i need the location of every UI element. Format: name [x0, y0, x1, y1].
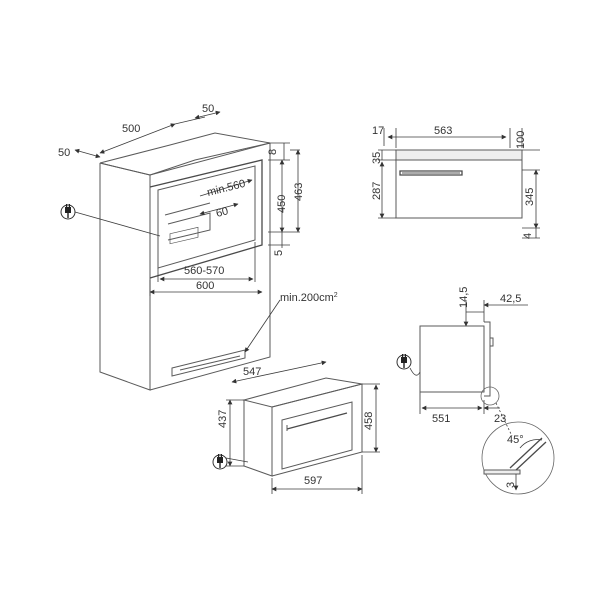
- dim-gap-60: 60: [215, 205, 230, 220]
- vent-area-label: min.200cm2: [280, 292, 338, 304]
- dim-side-top-gap: 14,5: [458, 287, 470, 308]
- dim-appliance-width: 597: [304, 475, 322, 487]
- dim-niche-depth: min.560: [206, 178, 247, 199]
- dim-niche-h2: 463: [293, 183, 305, 201]
- cabinet-drawing: [99, 132, 271, 391]
- dim-side-body-depth: 551: [432, 413, 450, 425]
- dim-side-door-depth: 23: [494, 413, 506, 425]
- dim-appliance-height-left: 437: [217, 410, 229, 428]
- dim-niche-h1: 450: [276, 195, 288, 213]
- front-view-dimensions: 17 563 100 35 287 345 4: [371, 125, 540, 239]
- dim-bottom-gap: 5: [273, 250, 285, 256]
- dim-appliance-height-right: 458: [363, 412, 375, 430]
- dim-detail-gap: 3: [505, 482, 517, 488]
- dim-front-body-width: 563: [434, 125, 452, 137]
- side-view-drawing: [419, 321, 494, 400]
- detail-circle: [481, 421, 555, 495]
- dim-front-bottom-offset: 4: [522, 233, 534, 239]
- plug-icon: [60, 203, 76, 220]
- dim-cabinet-width: 600: [196, 280, 214, 292]
- dim-appliance-depth: 547: [243, 366, 261, 378]
- dim-front-panel-h: 35: [371, 152, 383, 164]
- dim-front-left-offset: 17: [372, 125, 384, 137]
- plug-icon: [396, 353, 412, 370]
- dim-detail-angle: 45°: [507, 434, 524, 446]
- dim-side-front-depth: 42,5: [500, 293, 521, 305]
- appliance-drawing: [242, 377, 363, 477]
- dim-front-total-h: 345: [524, 188, 536, 206]
- plug-icon: [212, 453, 228, 470]
- dim-depth-side: 50: [202, 103, 214, 115]
- side-view-dimensions: 14,5 42,5 551 23 45° 3: [409, 287, 555, 495]
- dim-niche-width: 560-570: [184, 265, 224, 277]
- dim-width-top: 500: [122, 123, 140, 135]
- dim-top-gap: 8: [267, 149, 279, 155]
- cabinet-dimensions: 50 500 50 min.560 60 8 450 463 5: [58, 103, 338, 353]
- dim-front-top-offset: 100: [515, 131, 527, 149]
- appliance-dimensions: 547 437 458 597: [217, 360, 380, 494]
- dim-depth-top: 50: [58, 147, 70, 159]
- cabinet-vent-grid: [169, 226, 199, 245]
- dim-front-body-h: 287: [371, 182, 383, 200]
- front-view-drawing: [395, 149, 523, 219]
